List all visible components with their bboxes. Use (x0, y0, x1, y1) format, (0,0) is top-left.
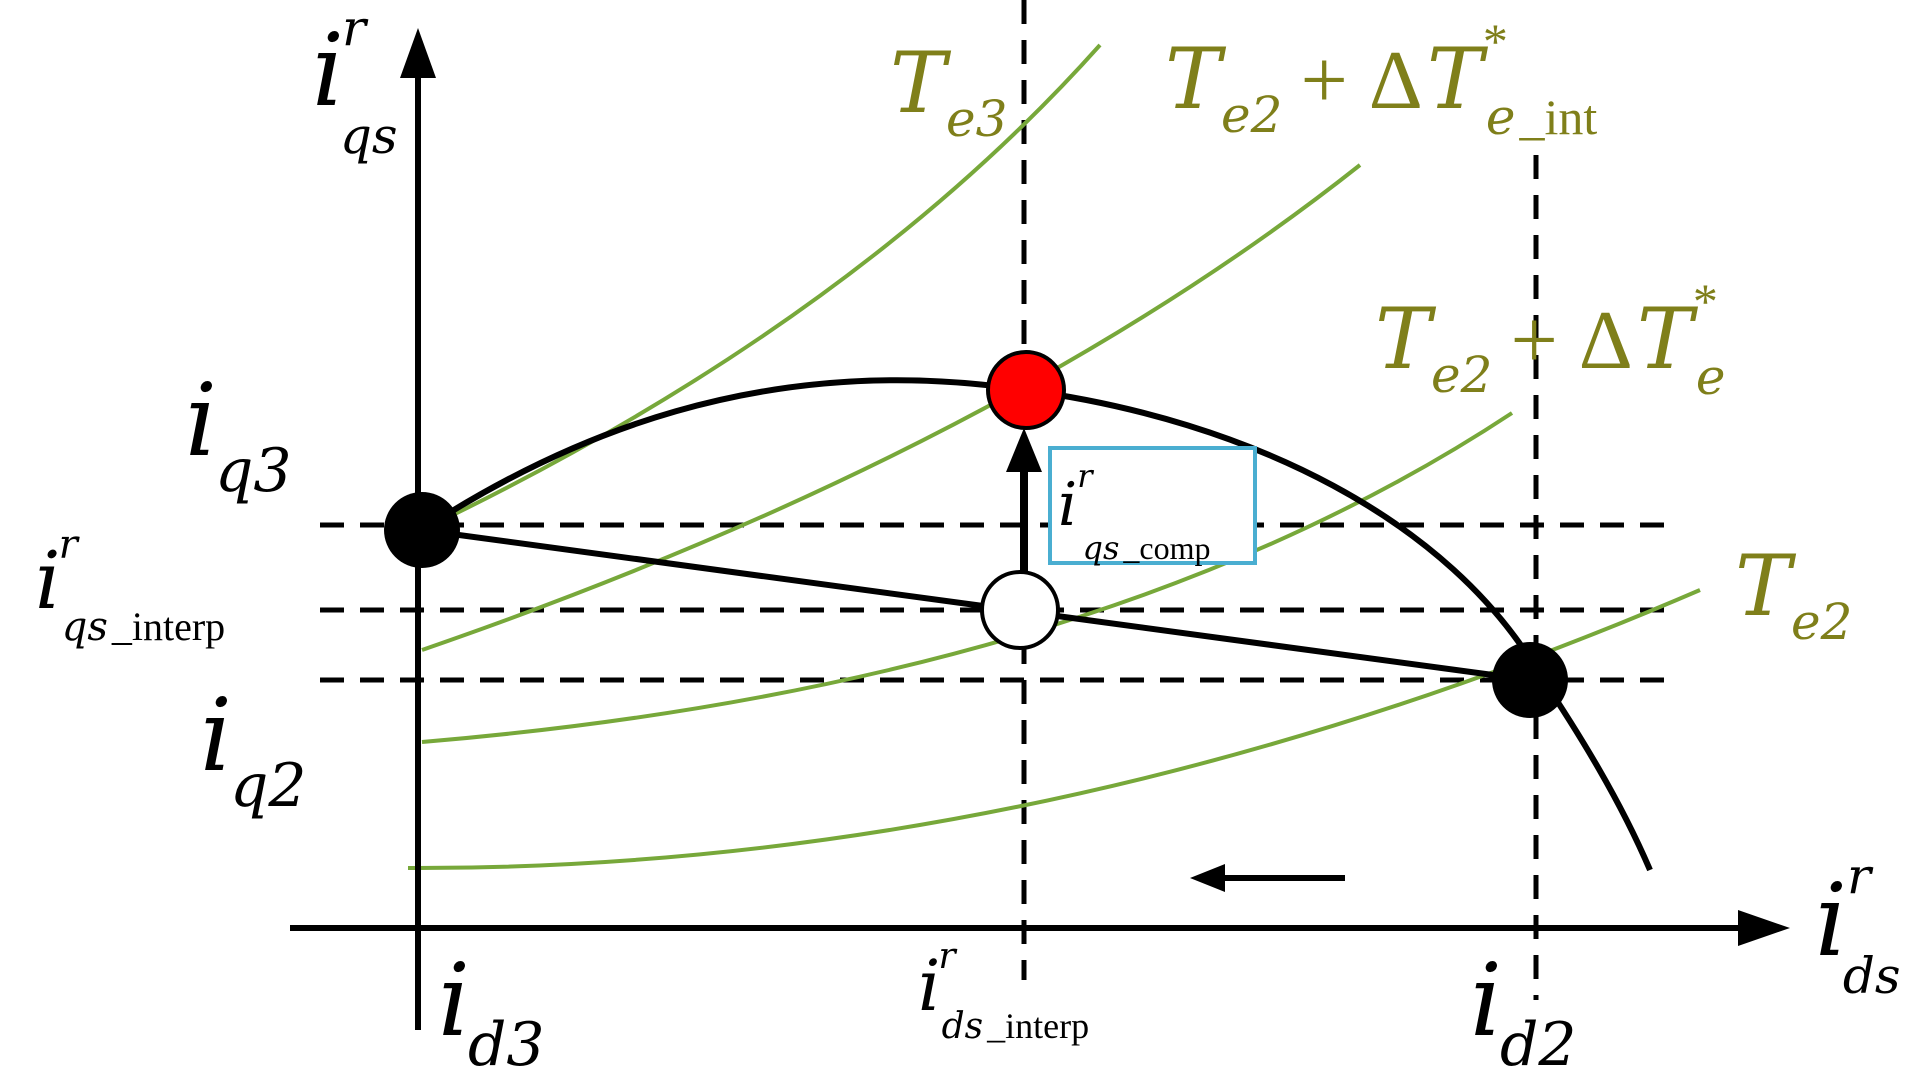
ids-interp-sup: r (938, 936, 957, 977)
curve-te2-plus-int (421, 163, 1362, 652)
comp-main: i (1058, 470, 1077, 540)
iq2-main: i (200, 677, 232, 794)
te2d-T: T (1375, 290, 1437, 388)
id2-main: i (1470, 942, 1502, 1059)
x-axis-arrowhead (1738, 910, 1790, 946)
te2int-sub: e2 (1221, 86, 1282, 144)
te2d-op: + Δ (1510, 294, 1632, 387)
te2int-star: * (1483, 13, 1508, 69)
x-axis-sup: r (1847, 847, 1874, 905)
comp-label-box (1048, 446, 1257, 565)
curve-te2-plus-delta (421, 411, 1514, 744)
operating-points (384, 350, 1568, 718)
te2d-sub: e2 (1431, 346, 1492, 404)
te2d-star: * (1693, 273, 1718, 329)
ids-interp-sub-rm: _interp (986, 1006, 1089, 1046)
comp-sup: r (1077, 457, 1094, 495)
x-axis-main: i (1815, 862, 1847, 979)
label-te2-plus-delta-int: T e2 + Δ T * e _int (1165, 13, 1597, 146)
id3-sub: d3 (468, 1010, 545, 1080)
compensation-arrowhead-icon (1006, 428, 1042, 472)
label-te2-plus-delta: T e2 + Δ T * e (1375, 273, 1725, 406)
y-axis-label: i r qs (312, 0, 398, 165)
te2int-T2: T (1427, 30, 1489, 128)
curve-te2 (407, 588, 1701, 871)
iqs-interp-sub-rm: _interp (111, 604, 225, 649)
curve-te3 (421, 43, 1102, 532)
iq3-main: i (185, 362, 217, 479)
tick-iq3: i q3 (185, 362, 292, 506)
interpolation-chord (421, 527, 1531, 683)
x-axis-label: i r ds (1815, 847, 1901, 1005)
id3-main: i (438, 942, 470, 1059)
te2int-op: + Δ (1300, 34, 1422, 127)
iqs-interp-sub-it: qs (62, 604, 108, 650)
label-te2: T e2 (1735, 537, 1852, 651)
iq2-sub: q2 (230, 751, 307, 821)
point-interpolated-hollow (980, 570, 1060, 650)
point-start-filled (384, 492, 460, 568)
tick-id3: i d3 (438, 942, 545, 1080)
point-compensated-red (986, 350, 1066, 430)
direction-arrowhead-icon (1190, 864, 1225, 892)
te2d-sub2: e (1696, 348, 1726, 406)
te2int-sub2-rm: _int (1518, 89, 1597, 145)
id2-sub: d2 (1500, 1010, 1577, 1080)
tick-iqs-interp: i r qs _interp (35, 522, 225, 650)
te2-main: T (1735, 537, 1797, 635)
te2int-sub2-it: e (1486, 88, 1516, 146)
axes (290, 28, 1790, 1030)
tick-iq2: i q2 (200, 677, 307, 821)
tick-ids-interp: i r ds _interp (918, 936, 1089, 1047)
y-axis-sup: r (342, 0, 369, 57)
ids-interp-main: i (918, 945, 940, 1027)
comp-label: i r qs _comp (1058, 457, 1211, 567)
y-axis-sub: qs (340, 107, 398, 165)
comp-sub-it: qs (1083, 529, 1120, 567)
y-axis-main: i (312, 12, 344, 129)
y-axis-arrowhead (400, 28, 436, 78)
iq3-sub: q3 (215, 436, 292, 506)
point-end-filled (1492, 642, 1568, 718)
label-te3: T e3 (890, 34, 1007, 148)
te2-sub: e2 (1791, 593, 1852, 651)
comp-sub-rm: _comp (1122, 530, 1210, 566)
te2d-T2: T (1637, 290, 1699, 388)
voltage-limit-curve (420, 377, 1653, 872)
te2int-T: T (1165, 30, 1227, 128)
ids-interp-sub-it: ds (942, 1006, 984, 1047)
iqs-interp-sup: r (59, 522, 81, 568)
te3-main: T (890, 34, 952, 132)
x-axis-sub: ds (1843, 947, 1901, 1005)
tick-id2: i d2 (1470, 942, 1577, 1080)
te3-sub: e3 (946, 90, 1007, 148)
iqs-interp-main: i (35, 534, 61, 627)
